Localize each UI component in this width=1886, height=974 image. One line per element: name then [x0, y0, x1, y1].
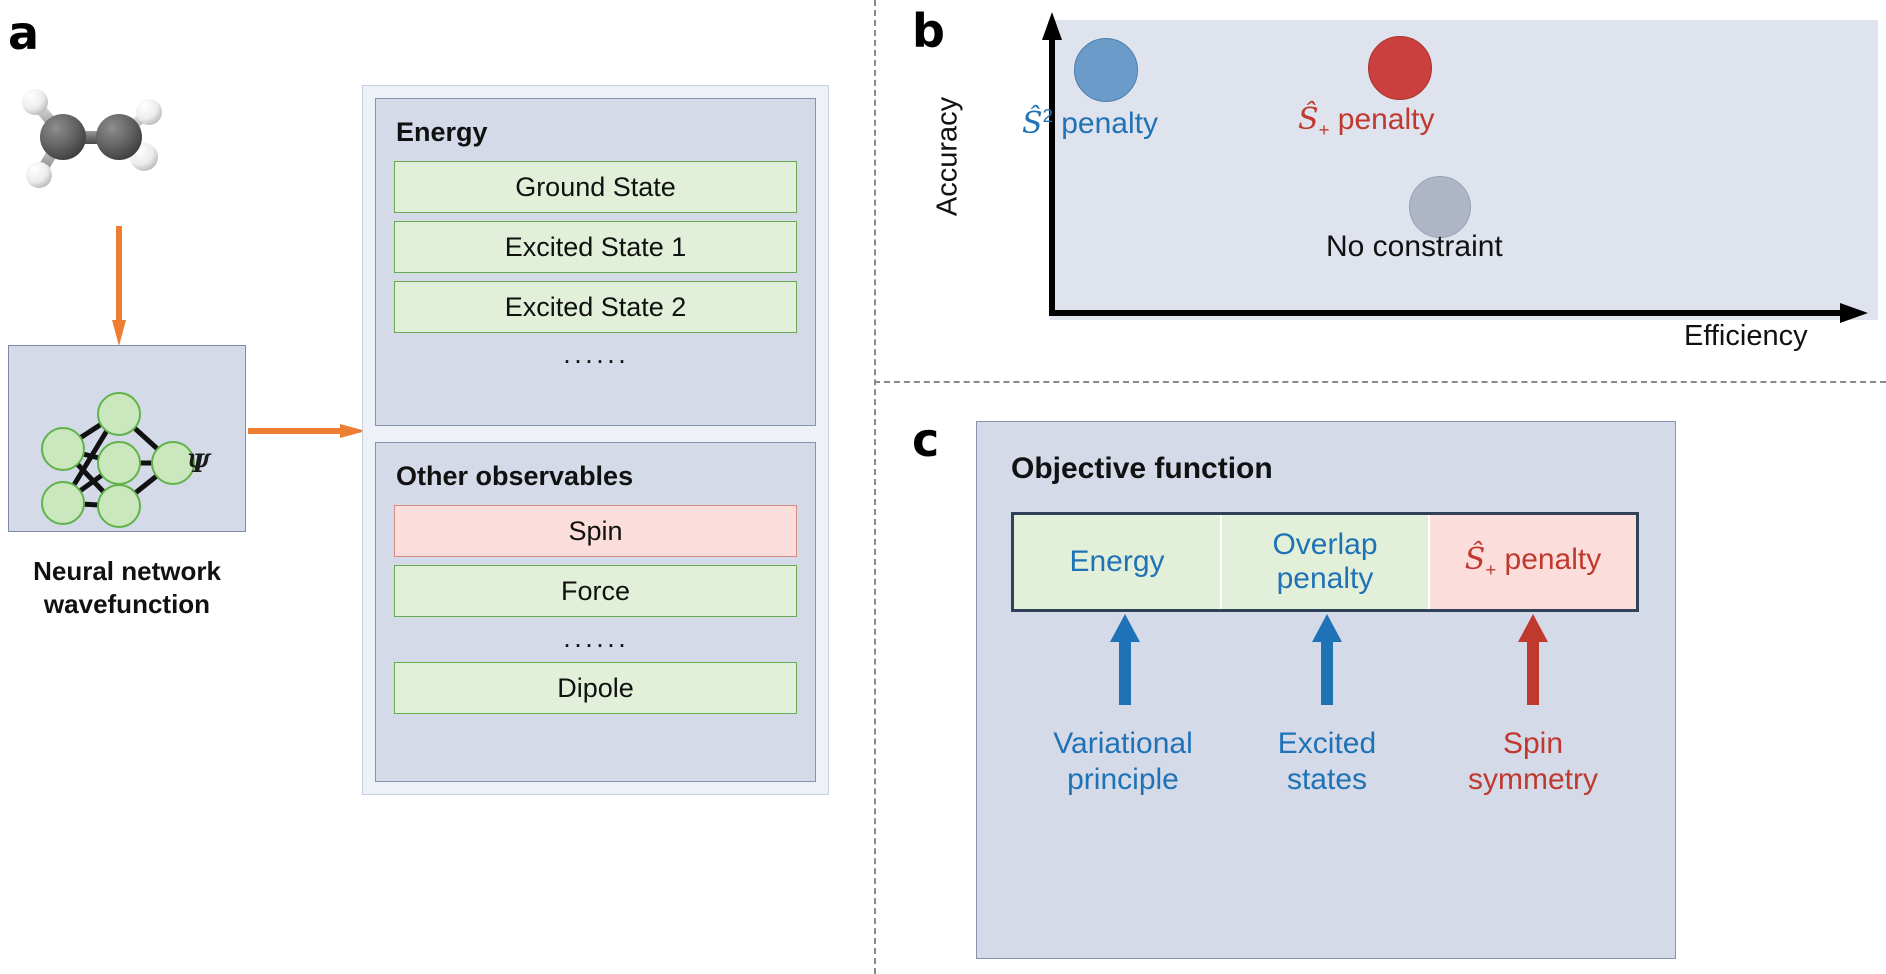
scatter-plot-background — [1050, 20, 1878, 320]
energy-ellipsis: ······ — [562, 345, 629, 375]
observable-row-force[interactable]: Force — [394, 565, 797, 617]
energy-card: Energy Ground State Excited State 1 Exci… — [375, 98, 816, 426]
source-1-line-2: states — [1286, 763, 1368, 796]
source-2-line-1: Spin — [1502, 727, 1564, 760]
energy-title: Energy — [396, 117, 488, 147]
data-point-no-constraint[interactable] — [1409, 176, 1471, 238]
data-label-splus-penalty: Ŝ+ penalty — [1298, 102, 1435, 140]
objective-term-splus-penalty[interactable]: Ŝ+ penalty — [1428, 515, 1636, 609]
energy-row-excited-state-2[interactable]: Excited State 2 — [394, 281, 797, 333]
neural-network-caption: Neural network wavefunction — [8, 555, 246, 622]
ethylene-molecule-icon — [22, 89, 162, 188]
y-axis-label: Accuracy — [931, 96, 964, 217]
neural-network-graph — [41, 392, 195, 528]
other-observables-card: Other observables Spin Force ······ Dipo… — [375, 442, 816, 782]
panel-a: a — [0, 0, 870, 974]
plot-axes — [1042, 12, 1868, 323]
observable-row-spin[interactable]: Spin — [394, 505, 797, 557]
observables-outer-frame: Energy Ground State Excited State 1 Exci… — [362, 85, 829, 795]
energy-row-ground-state[interactable]: Ground State — [394, 161, 797, 213]
objective-source-arrows — [1110, 614, 1548, 705]
panel-b: b Accuracy Efficiency Ŝ2 penalty Ŝ+ pe… — [874, 0, 1886, 381]
other-observables-ellipsis: ······ — [562, 629, 629, 659]
caption-line-1: Neural network — [33, 556, 221, 586]
arrow-down-to-network — [112, 226, 126, 346]
wavefunction-symbol: Ψ — [187, 449, 210, 478]
energy-row-excited-state-1[interactable]: Excited State 1 — [394, 221, 797, 273]
data-point-s2-penalty[interactable] — [1074, 38, 1138, 102]
source-label-spin-symmetry: Spin symmetry — [1433, 726, 1633, 798]
source-label-excited-states: Excited states — [1227, 726, 1427, 798]
source-label-variational-principle: Variational principle — [1023, 726, 1223, 798]
data-point-splus-penalty[interactable] — [1368, 36, 1432, 100]
divider-horizontal — [874, 381, 1886, 383]
source-0-line-2: principle — [1067, 763, 1179, 796]
data-label-s2-penalty: Ŝ2 penalty — [1022, 105, 1158, 141]
source-2-line-2: symmetry — [1468, 763, 1598, 796]
caption-line-2: wavefunction — [43, 589, 211, 620]
neural-network-box: Ψ — [8, 345, 246, 532]
arrow-right-to-observables — [248, 424, 366, 438]
objective-function-title: Objective function — [1011, 452, 1273, 485]
divider-vertical — [874, 0, 876, 974]
source-1-line-1: Excited — [1277, 727, 1377, 760]
panel-label-c: c — [912, 413, 940, 467]
objective-term-energy[interactable]: Energy — [1014, 515, 1220, 609]
panel-label-b: b — [912, 4, 945, 58]
source-0-line-1: Variational — [1053, 727, 1193, 760]
other-observables-title: Other observables — [396, 461, 634, 491]
panel-label-a: a — [8, 6, 40, 60]
data-label-no-constraint: No constraint — [1326, 230, 1503, 263]
observable-row-dipole[interactable]: Dipole — [394, 662, 797, 714]
x-axis-label: Efficiency — [1684, 320, 1808, 352]
